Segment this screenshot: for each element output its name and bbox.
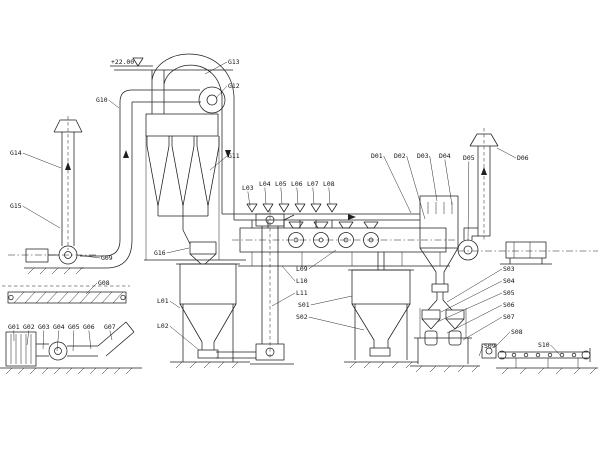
dryer-body — [232, 221, 456, 267]
right-equipment-box — [500, 241, 552, 265]
storage-hopper-1 — [170, 241, 256, 369]
dust-collector-unit — [419, 195, 459, 300]
discharge-belt-conveyor — [496, 348, 598, 375]
bagging-station — [410, 299, 480, 373]
cyclone-separator-group — [110, 53, 246, 261]
exhaust-fan-and-stack — [457, 128, 499, 261]
exhaust-chimney-left — [8, 116, 133, 275]
bag-sealing-machine — [481, 343, 497, 359]
flow-arrows — [65, 150, 487, 220]
feeder-row — [222, 203, 420, 228]
storage-hopper-2 — [344, 252, 418, 369]
bucket-elevator — [250, 210, 295, 365]
screw-conveyor — [2, 285, 130, 304]
air-intake-unit — [0, 321, 142, 375]
